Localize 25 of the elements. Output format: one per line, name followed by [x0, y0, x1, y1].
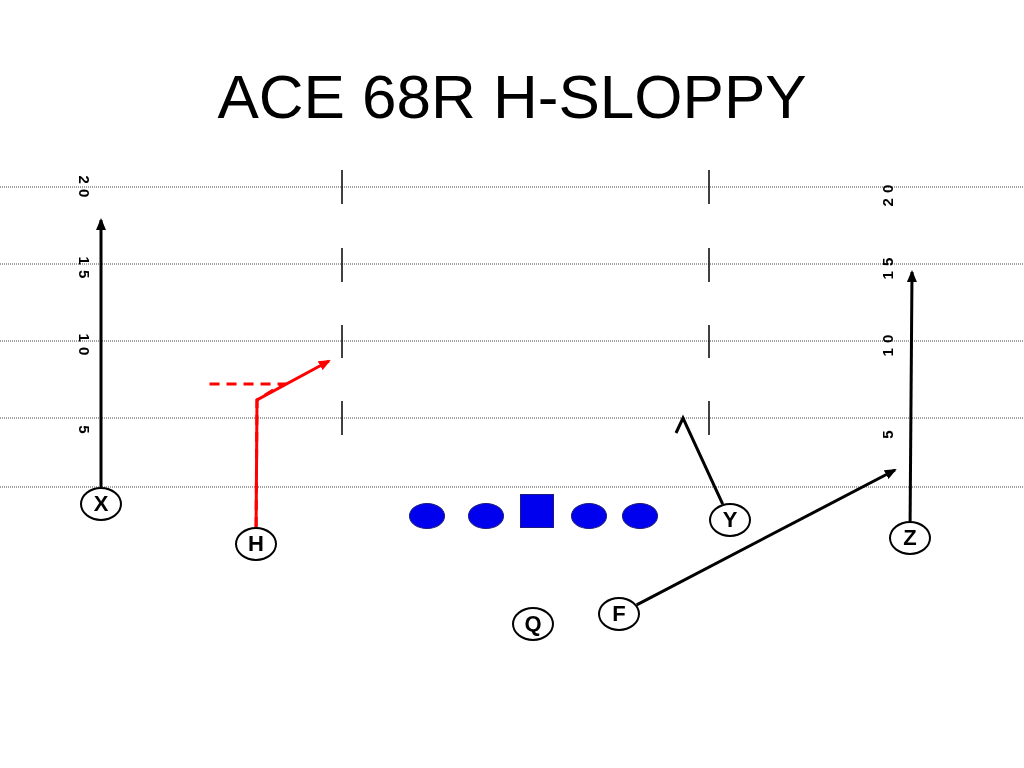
player-circle: H: [235, 527, 277, 561]
player-circle: Y: [709, 503, 751, 537]
yard-number: 10: [76, 333, 92, 361]
route-arrow: [636, 468, 897, 607]
yard-number: 10: [879, 329, 895, 357]
route-arrow: [906, 270, 917, 521]
yard-number: 20: [879, 179, 895, 207]
play-title: ACE 68R H-SLOPPY: [216, 62, 808, 132]
player-circle: Q: [512, 607, 554, 641]
center-marker: [520, 494, 554, 528]
route-arrow: [254, 359, 331, 527]
yard-number: 15: [76, 256, 92, 284]
lineman-marker: [468, 503, 504, 529]
player-circle: Z: [889, 521, 931, 555]
yard-number: 20: [76, 175, 92, 203]
yard-number: 5: [879, 425, 895, 439]
lineman-marker: [409, 503, 445, 529]
route-arrow: [96, 218, 106, 487]
yard-number: 15: [879, 252, 895, 280]
player-circle: F: [598, 597, 640, 631]
yard-number: 5: [76, 425, 92, 439]
lineman-marker: [571, 503, 607, 529]
player-circle: X: [80, 487, 122, 521]
lineman-marker: [622, 503, 658, 529]
route-line: [674, 414, 725, 505]
